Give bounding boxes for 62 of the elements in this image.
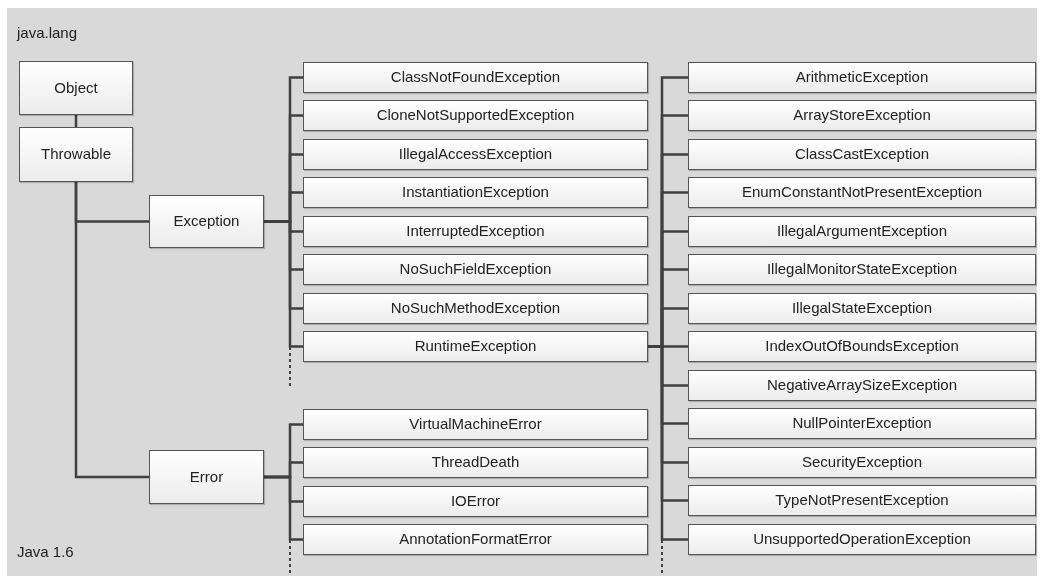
class-box <box>303 254 648 285</box>
class-name: IllegalMonitorStateException <box>766 259 958 280</box>
class-box <box>303 216 648 247</box>
class-box <box>688 408 1036 439</box>
class-box <box>303 524 648 555</box>
class-name: ArrayStoreException <box>793 105 931 126</box>
class-box <box>688 100 1036 131</box>
class-name: CloneNotSupportedException <box>376 105 575 126</box>
class-box <box>688 254 1036 285</box>
class-name: AnnotationFormatError <box>399 529 552 550</box>
class-name: ArithmeticException <box>795 67 929 88</box>
class-name: Throwable <box>40 144 111 165</box>
connector-line <box>264 475 303 541</box>
class-name: Exception <box>173 211 240 232</box>
class-box <box>303 447 648 478</box>
class-box <box>303 177 648 208</box>
class-name: Error <box>189 466 224 487</box>
class-box <box>303 100 648 131</box>
class-box <box>19 127 133 182</box>
class-name: EnumConstantNotPresentException <box>741 182 983 203</box>
class-name: NoSuchMethodException <box>390 298 561 319</box>
class-box <box>688 447 1036 478</box>
class-box <box>303 409 648 440</box>
class-box <box>688 524 1036 555</box>
class-box <box>149 195 264 248</box>
class-box <box>303 486 648 517</box>
class-box <box>303 331 648 362</box>
class-box <box>688 331 1036 362</box>
class-name: IOError <box>450 491 501 512</box>
class-name: UnsupportedOperationException <box>753 529 971 550</box>
version-label: Java 1.6 <box>17 542 74 562</box>
class-name: NullPointerException <box>792 413 932 434</box>
class-name: VirtualMachineError <box>409 414 542 435</box>
class-name: IllegalArgumentException <box>776 221 948 242</box>
connector-line <box>74 182 149 479</box>
class-box <box>303 139 648 170</box>
class-name: ThreadDeath <box>431 452 520 473</box>
class-box <box>688 370 1036 401</box>
class-box <box>149 450 264 504</box>
class-box <box>688 293 1036 324</box>
class-name: SecurityException <box>801 452 923 473</box>
class-name: TypeNotPresentException <box>775 490 949 511</box>
class-name: Object <box>54 77 98 98</box>
class-name: InterruptedException <box>406 221 545 242</box>
class-box <box>688 139 1036 170</box>
class-box <box>688 216 1036 247</box>
package-label: java.lang <box>17 23 78 43</box>
class-name: NoSuchFieldException <box>399 259 552 280</box>
class-name: InstantiationException <box>402 182 549 203</box>
class-name: ClassNotFoundException <box>390 67 561 88</box>
class-box <box>303 62 648 93</box>
class-box <box>19 61 133 115</box>
class-name: ClassCastException <box>794 144 930 165</box>
class-name: RuntimeException <box>414 336 537 357</box>
class-box <box>688 485 1036 516</box>
class-name: IndexOutOfBoundsException <box>765 336 959 357</box>
class-box <box>688 62 1036 93</box>
class-box <box>688 177 1036 208</box>
class-name: NegativeArraySizeException <box>766 375 958 396</box>
class-name: IllegalStateException <box>791 298 933 319</box>
class-name: IllegalAccessException <box>398 144 553 165</box>
class-box <box>303 293 648 324</box>
